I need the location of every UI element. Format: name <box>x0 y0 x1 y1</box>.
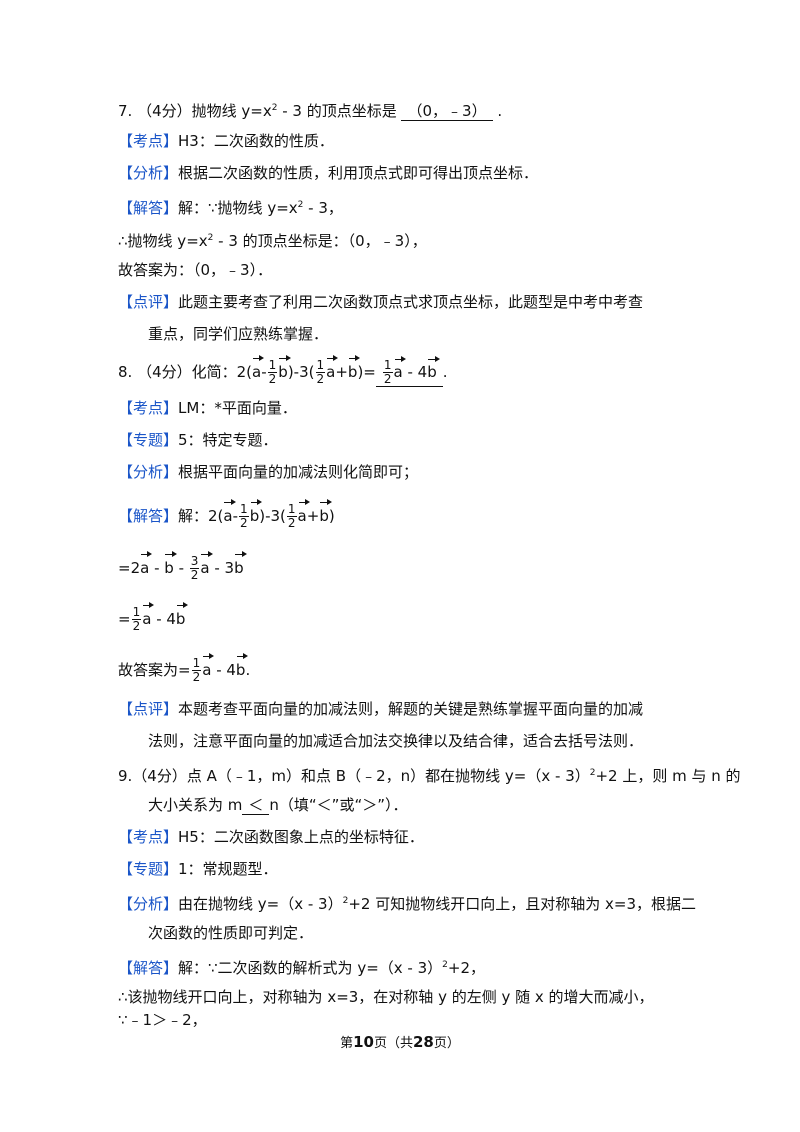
q8-dianping-cont: 法则，注意平面向量的加减适合加法交换律以及结合律，适合去括号法则． <box>148 732 644 750</box>
q7-step2: 故答案为：（0，﹣3）． <box>118 261 273 279</box>
jieda-tag: 【解答】 <box>118 199 179 217</box>
q7-answer: （0，﹣3） <box>401 102 493 121</box>
q9-jieda: 【解答】解：∵二次函数的解析式为 y=（x - 3）2+2， <box>118 959 486 977</box>
q9-stem: 9.（4分）点 A（﹣1，m）和点 B（﹣2，n）都在抛物线 y=（x - 3）… <box>118 767 741 785</box>
page-number: 10 <box>353 1033 374 1051</box>
q7-kaodian: 【考点】H3：二次函数的性质． <box>118 132 334 150</box>
q9-zhuanti: 【专题】1：常规题型． <box>118 860 278 878</box>
q7-fenxi: 【分析】根据二次函数的性质，利用顶点式即可得出顶点坐标． <box>118 164 539 182</box>
q7-jieda: 【解答】解：∵抛物线 y=x2 - 3， <box>118 199 343 217</box>
q9-fenxi-cont: 次函数的性质即可判定． <box>148 924 314 942</box>
q9-stem-cont: 大小关系为 m＜n（填“＜”或“＞”）． <box>148 796 408 815</box>
q9-answer: ＜ <box>242 796 270 815</box>
kaodian-tag: 【考点】 <box>118 132 179 150</box>
page-total: 28 <box>413 1033 434 1051</box>
q8-fenxi: 【分析】根据平面向量的加减法则化简即可； <box>118 463 419 481</box>
q8-kaodian: 【考点】LM：*平面向量． <box>118 399 297 417</box>
q7-dianping: 【点评】此题主要考查了利用二次函数顶点式求顶点坐标，此题型是中考中考查 <box>118 293 644 311</box>
q9-kaodian: 【考点】H5：二次函数图象上点的坐标特征． <box>118 828 424 846</box>
q9-step1: ∴该抛物线开口向上，对称轴为 x=3，在对称轴 y 的左侧 y 随 x 的增大而… <box>118 988 654 1006</box>
q9-step2: ∵﹣1＞﹣2， <box>118 1011 207 1029</box>
q8-zhuanti: 【专题】5：特定专题． <box>118 431 278 449</box>
q8-dianping: 【点评】本题考查平面向量的加减法则，解题的关键是熟练掌握平面向量的加减 <box>118 700 644 718</box>
q7-dianping-cont: 重点，同学们应熟练掌握． <box>148 325 329 343</box>
page-footer: 第10页（共28页） <box>340 1033 460 1051</box>
dianping-tag: 【点评】 <box>118 293 179 311</box>
fenxi-tag: 【分析】 <box>118 164 179 182</box>
q9-fenxi: 【分析】由在抛物线 y=（x - 3）2+2 可知抛物线开口向上，且对称轴为 x… <box>118 895 696 913</box>
q7-stem: 7. （4分）抛物线 y=x2 - 3 的顶点坐标是 （0，﹣3） . <box>118 102 503 121</box>
q7-step1: ∴抛物线 y=x2 - 3 的顶点坐标是：（0，﹣3）， <box>118 232 427 250</box>
